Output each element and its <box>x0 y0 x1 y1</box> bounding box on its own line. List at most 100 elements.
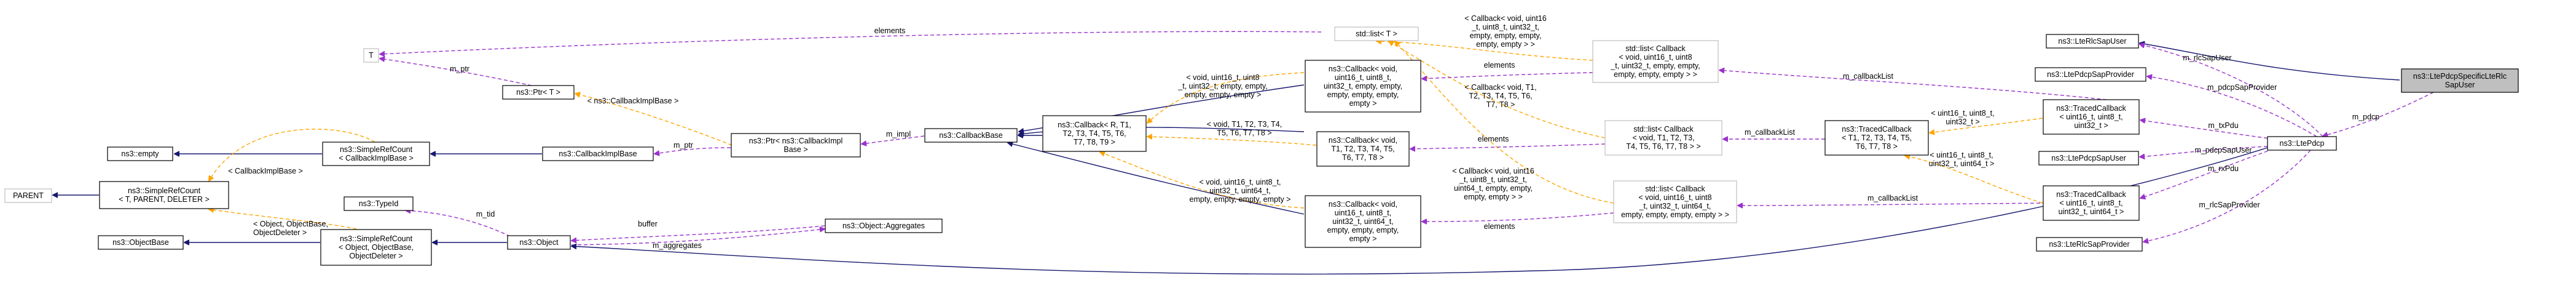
class-node-srcCBImpl[interactable]: ns3::SimpleRefCount< CallbackImplBase > <box>322 142 430 166</box>
class-name-line: < T1, T2, T3, T4, T5, <box>1842 134 1912 142</box>
edge-label-cbimplbase-tpl: < CallbackImplBase > <box>228 167 303 175</box>
class-name: ns3::LteRlcSapUser <box>2058 37 2126 46</box>
class-name-line: ns3::Ptr< T > <box>516 88 560 97</box>
class-node-ltePdcp[interactable]: ns3::LtePdcp <box>2267 136 2337 151</box>
class-name: std::list< Callback< void, T1, T2, T3,T4… <box>1626 125 1700 151</box>
class-name-line: ns3::Callback< void, <box>1329 200 1397 209</box>
class-node-pdcpSapProvider[interactable]: ns3::LtePdcpSapProvider <box>2035 67 2146 82</box>
class-name-line: < Object, ObjectBase, <box>339 243 414 252</box>
edge-label-buffer: buffer <box>638 220 658 228</box>
edge-label-m-pdcpSapProvider: m_pdcpSapProvider <box>2207 83 2277 92</box>
class-node-tcTpl[interactable]: ns3::TracedCallback< T1, T2, T3, T4, T5,… <box>1824 120 1929 156</box>
edge-label-line: < Callback< void, uint16 <box>1452 167 1534 175</box>
edge-label-line: _t, uint32_t, empty, empty, <box>1177 82 1267 90</box>
edge-inherit-17 <box>1008 143 1305 215</box>
edge-label-line: < CallbackImplBase > <box>228 167 303 175</box>
class-box <box>542 146 654 161</box>
class-node-objbase[interactable]: ns3::ObjectBase <box>98 235 184 250</box>
edge-label-line: < void, uint16_t, uint8 <box>1186 73 1259 82</box>
class-name: ns3::Callback< void,T1, T2, T3, T4, T5,T… <box>1329 136 1397 162</box>
edge-line <box>1930 118 2043 133</box>
class-name-line: ns3::LtePdcpSapProvider <box>2047 70 2134 79</box>
class-box <box>4 188 52 203</box>
class-node-cbTpl[interactable]: ns3::Callback< R, T1,T2, T3, T4, T5, T6,… <box>1042 115 1147 152</box>
edge-line <box>1376 41 1593 61</box>
class-node-cbimplbase[interactable]: ns3::CallbackImplBase <box>542 146 654 161</box>
class-name: ns3::Callback< void,uint16_t, uint8_t,ui… <box>1324 65 1402 108</box>
edge-label-line: uint32_t, uint64_t > <box>1929 159 1995 168</box>
class-name-line: ns3::SimpleRefCount <box>340 234 413 243</box>
edge-usage-15 <box>862 135 925 144</box>
class-name: ns3::SimpleRefCount< T, PARENT, DELETER … <box>119 186 210 204</box>
edge-label-elements2: elements <box>1478 135 1509 143</box>
class-node-cbbase[interactable]: ns3::CallbackBase <box>924 128 1018 143</box>
class-node-cb2[interactable]: ns3::Callback< void,T1, T2, T3, T4, T5,T… <box>1316 131 1410 167</box>
class-box <box>825 218 943 233</box>
class-node-aggregates[interactable]: ns3::Object::Aggregates <box>825 218 943 233</box>
edge-line <box>380 31 1322 54</box>
class-name: ns3::Callback< void,uint16_t, uint8_t,ui… <box>1327 200 1399 243</box>
class-box <box>1316 131 1410 167</box>
class-node-stdlistT: std::list< T > <box>1334 26 1419 41</box>
edge-label-line: < uint16_t, uint8_t, <box>1930 151 1993 159</box>
class-node-cb3[interactable]: ns3::Callback< void,uint16_t, uint8_t,ui… <box>1305 195 1421 248</box>
class-name: ns3::SimpleRefCount< CallbackImplBase > <box>339 145 414 162</box>
edge-label-line: empty, empty > > <box>1476 40 1535 49</box>
class-name-line: ObjectDeleter > <box>349 252 402 260</box>
edge-line <box>1738 202 2047 206</box>
class-name: ns3::LteRlcSapProvider <box>2049 240 2129 249</box>
class-name: ns3::LtePdcp <box>2280 139 2325 148</box>
edge-label-tpl-list-top: < Callback< void, uint16_t, uint8_t, uin… <box>1464 14 1546 49</box>
class-box <box>2043 185 2140 221</box>
edge-line <box>654 147 731 154</box>
class-name-line: ns3::Callback< R, T1, <box>1058 121 1131 129</box>
class-node-tc1[interactable]: ns3::TracedCallback< uint16_t, uint8_t,u… <box>2043 99 2140 135</box>
class-box <box>1592 40 1719 83</box>
class-node-rlcSapUser[interactable]: ns3::LteRlcSapUser <box>2046 34 2139 49</box>
class-node-pdcpSapUser[interactable]: ns3::LtePdcpSapUser <box>2038 151 2139 166</box>
class-name-line: PARENT <box>13 191 44 200</box>
edge-label-line: m_rxPdu <box>2208 164 2239 173</box>
edge-line <box>1422 72 1593 79</box>
class-node-cb1[interactable]: ns3::Callback< void,uint16_t, uint8_t,ui… <box>1305 60 1421 113</box>
edge-label-line: uint32_t, uint64_t, <box>1209 186 1270 195</box>
class-node-srcCB[interactable]: ns3::SimpleRefCount< T, PARENT, DELETER … <box>99 181 229 209</box>
class-box <box>2038 151 2139 166</box>
edge-usage-29 <box>1422 212 1614 222</box>
class-node-ptr[interactable]: ns3::Ptr< T > <box>502 85 575 100</box>
class-name: ns3::TypeId <box>359 199 399 208</box>
edge-usage-36 <box>2147 76 2317 137</box>
class-node-typeid[interactable]: ns3::TypeId <box>344 196 414 211</box>
class-name-line: < CallbackImplBase > <box>339 154 414 162</box>
class-box <box>1824 120 1929 156</box>
edge-label-line: m_ptr <box>673 141 693 150</box>
class-node-srcObj[interactable]: ns3::SimpleRefCount< Object, ObjectBase,… <box>320 229 432 266</box>
edge-label-elements1: elements <box>1484 61 1515 70</box>
edge-label-line: elements <box>1484 222 1515 231</box>
class-box <box>363 48 379 63</box>
class-name-line: < uint16_t, uint8_t, <box>2059 113 2122 121</box>
class-name: ns3::LtePdcpSapProvider <box>2047 70 2134 79</box>
class-node-empty[interactable]: ns3::empty <box>107 146 173 161</box>
class-name-line: ns3::CallbackBase <box>939 131 1003 140</box>
class-name-line: uint16_t, uint8_t, <box>1335 73 1391 82</box>
edge-inherit-0 <box>2140 43 2400 81</box>
class-node-object[interactable]: ns3::Object <box>507 235 571 250</box>
edge-line <box>1008 143 1305 215</box>
class-box <box>1613 180 1737 223</box>
class-name-line: ns3::Object <box>519 238 559 247</box>
edge-line <box>1410 143 1606 149</box>
class-node-tc2[interactable]: ns3::TracedCallback< uint16_t, uint8_t,u… <box>2043 185 2140 221</box>
class-node-rlcSapProvider[interactable]: ns3::LteRlcSapProvider <box>2036 237 2143 252</box>
edge-usage-35 <box>2140 44 2323 137</box>
class-name-line: ns3::Callback< void, <box>1329 136 1397 145</box>
edge-label-line: elements <box>1484 61 1515 70</box>
class-name-line: empty, empty, empty, <box>1327 226 1399 234</box>
edge-line <box>2140 146 2268 157</box>
edge-label-line: _t, uint8_t, uint32_t, <box>1459 175 1527 184</box>
class-name-line: ns3::Callback< void, <box>1329 65 1397 73</box>
edge-label-line: m_pdcpSapUser <box>2194 146 2252 154</box>
